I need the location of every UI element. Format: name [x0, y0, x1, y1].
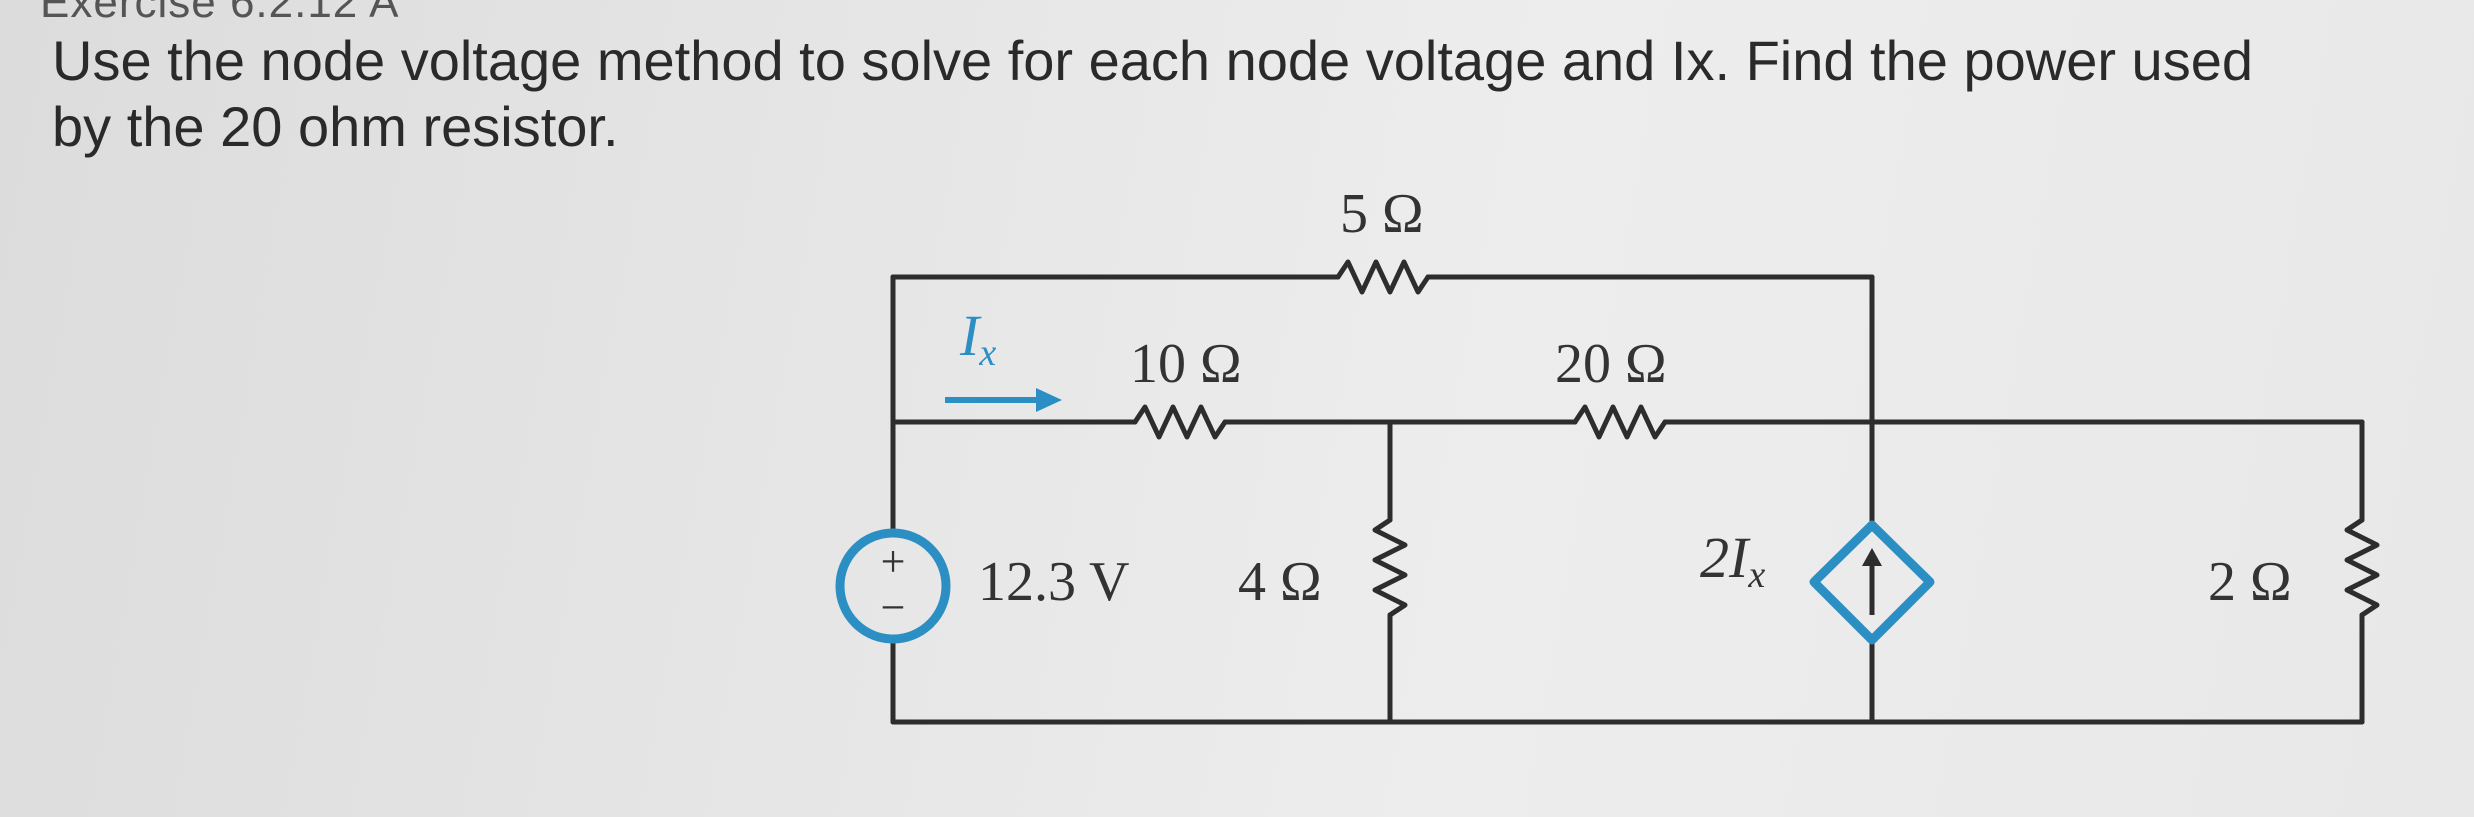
resistor-2-label: 2 Ω [2208, 551, 2292, 613]
arrow-up-head-icon [1862, 548, 1882, 566]
partial-exercise-title: Exercise 6.2.12 A [40, 0, 400, 27]
dependent-current-source [1809, 520, 1935, 645]
dependent-source-label: 2Ix [1700, 525, 1765, 596]
current-arrow [945, 388, 1062, 412]
dependent-source-diamond [1809, 520, 1935, 645]
source-plus-sign: + [881, 537, 906, 586]
resistor-20-label: 20 Ω [1555, 333, 1667, 395]
voltage-source-circle [835, 528, 951, 644]
problem-statement: Use the node voltage method to solve for… [52, 29, 2253, 158]
arrow-right-icon [1036, 388, 1062, 412]
current-label: Ix [959, 303, 996, 374]
resistor-4-label: 4 Ω [1238, 551, 1322, 613]
wires [890, 259, 2380, 725]
source-value-label: 12.3 V [978, 551, 1129, 613]
resistor-5-label: 5 Ω [1340, 183, 1424, 245]
source-minus-sign: − [881, 583, 906, 632]
voltage-source: + − [835, 528, 951, 644]
resistor-10-label: 10 Ω [1130, 333, 1242, 395]
